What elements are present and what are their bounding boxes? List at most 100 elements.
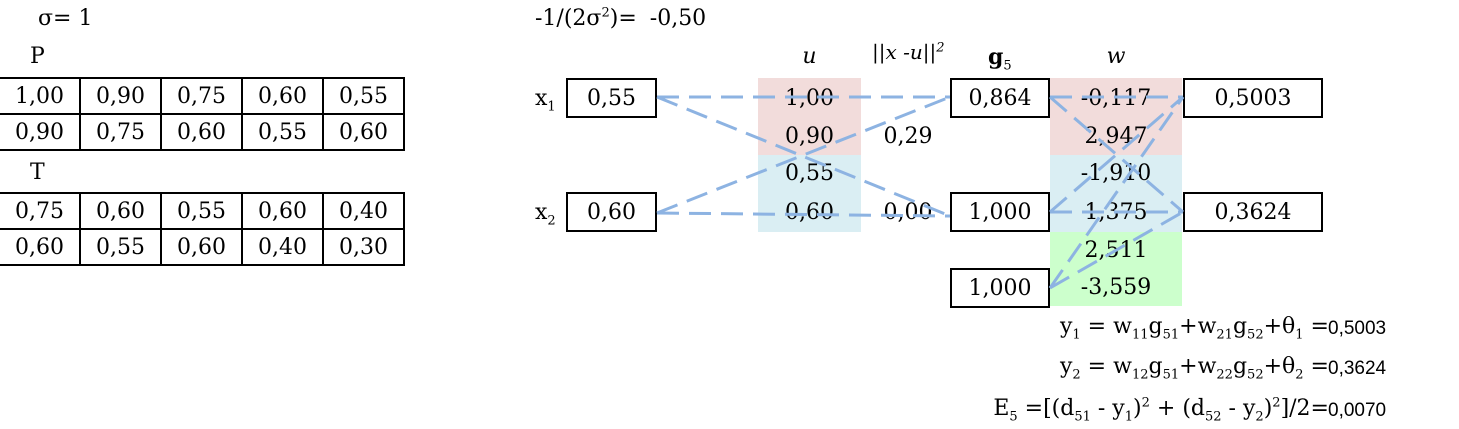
equation-part: g — [1232, 354, 1248, 379]
equation-part: ]/2= — [1280, 396, 1329, 421]
t-label: T — [30, 160, 45, 185]
p-table: 1,00 0,90 0,75 0,60 0,55 0,90 0,75 0,60 … — [0, 77, 405, 151]
equation-part: 51 — [1162, 367, 1180, 383]
w-value: -3,559 — [1080, 275, 1152, 300]
equation-part: 21 — [1216, 327, 1233, 343]
w-header: w — [1106, 44, 1126, 69]
equation-part: 51 — [1074, 409, 1091, 425]
x2-label: x2 — [535, 200, 556, 229]
u-header: u — [802, 44, 817, 69]
t-table: 0,75 0,60 0,55 0,60 0,40 0,60 0,55 0,60 … — [0, 192, 405, 266]
equation-part: - y — [1221, 396, 1256, 421]
y2-output-box[interactable]: 0,3624 — [1183, 192, 1323, 232]
table-cell[interactable]: 0,40 — [241, 228, 324, 266]
w-value: -1,910 — [1080, 161, 1152, 186]
error-value: 0,0070 — [1328, 400, 1387, 421]
sigma-value: 1 — [78, 6, 93, 31]
y1-value: 0,5003 — [1328, 318, 1387, 339]
table-cell[interactable]: 0,75 — [160, 77, 243, 115]
equation-part: 2 — [1295, 367, 1304, 383]
equation-part: = — [1303, 314, 1329, 339]
equation-part: 12 — [1131, 367, 1149, 383]
g-header: g5 — [988, 44, 1012, 74]
equation-part: 2 — [1255, 409, 1264, 425]
x1-label: x1 — [535, 86, 556, 115]
table-cell[interactable]: 0,60 — [160, 228, 243, 266]
equation-part: ) — [1263, 396, 1273, 421]
w-value: -0,117 — [1080, 86, 1152, 111]
y2-equation: y2 = w12g51+w22g52+θ2 = — [1059, 354, 1329, 382]
equation-part: y — [1059, 314, 1073, 339]
equation-part: g — [1148, 314, 1163, 339]
u-value: 0,55 — [785, 161, 834, 186]
equation-part: 52 — [1205, 409, 1222, 425]
equation-part: g — [1232, 314, 1248, 339]
equation-part: 1 — [1124, 409, 1134, 425]
w-value: 1,375 — [1084, 200, 1148, 225]
table-cell[interactable]: 0,60 — [241, 77, 324, 115]
w-value: 2,511 — [1084, 238, 1148, 263]
dist-value: 0,00 — [883, 200, 933, 225]
equation-part: +w — [1179, 314, 1217, 339]
table-cell[interactable]: 0,60 — [160, 113, 243, 151]
table-cell[interactable]: 0,40 — [322, 192, 405, 230]
y2-value: 0,3624 — [1328, 358, 1387, 379]
table-row: 0,90 0,75 0,60 0,55 0,60 — [0, 113, 405, 151]
equation-part: 5 — [1009, 409, 1018, 425]
g-bias-box[interactable]: 1,000 — [950, 268, 1050, 308]
y1-output-box[interactable]: 0,5003 — [1183, 78, 1323, 118]
equation-part: = w — [1080, 354, 1132, 379]
equation-part: +w — [1179, 354, 1217, 379]
g-box[interactable]: 1,000 — [950, 192, 1050, 232]
u-value: 0,90 — [785, 124, 834, 149]
table-cell[interactable]: 0,90 — [79, 77, 162, 115]
g-box[interactable]: 0,864 — [950, 78, 1050, 118]
equation-part: 1 — [1072, 327, 1081, 343]
error-equation: E5 =[(d51 - y1)2 + (d52 - y2)2]/2= — [993, 395, 1329, 424]
table-cell[interactable]: 0,90 — [0, 113, 81, 151]
table-cell[interactable]: 0,60 — [322, 113, 405, 151]
equation-part: 52 — [1247, 367, 1264, 383]
equation-part: +θ — [1263, 314, 1296, 339]
table-cell[interactable]: 0,55 — [322, 77, 405, 115]
equation-part: y — [1059, 354, 1073, 379]
x1-input-box[interactable]: 0,55 — [566, 78, 657, 118]
equation-part: 2 — [1072, 367, 1081, 383]
table-cell[interactable]: 0,55 — [160, 192, 243, 230]
coef-value: -0,50 — [649, 6, 707, 31]
table-row: 0,60 0,55 0,60 0,40 0,30 — [0, 228, 405, 266]
equation-part: 2 — [1272, 395, 1281, 411]
equation-part: = — [1303, 354, 1329, 379]
table-row: 1,00 0,90 0,75 0,60 0,55 — [0, 77, 405, 115]
u-value: 0,60 — [785, 200, 834, 225]
equation-part: - y — [1090, 396, 1125, 421]
equation-part: g — [1148, 354, 1163, 379]
equation-part: = w — [1080, 314, 1132, 339]
dist-header: ||x -u||2 — [872, 40, 945, 64]
table-cell[interactable]: 0,75 — [0, 192, 81, 230]
equation-part: =[(d — [1017, 396, 1075, 421]
p-label: P — [30, 44, 45, 69]
equation-part: 51 — [1162, 327, 1180, 343]
table-cell[interactable]: 0,75 — [79, 113, 162, 151]
table-cell[interactable]: 0,30 — [322, 228, 405, 266]
equation-part: ) — [1133, 396, 1142, 421]
table-cell[interactable]: 0,55 — [241, 113, 324, 151]
x2-input-box[interactable]: 0,60 — [566, 192, 657, 232]
equation-part: +θ — [1263, 354, 1296, 379]
equation-part: 2 — [1141, 395, 1150, 411]
equation-part: 11 — [1131, 327, 1149, 343]
w-value: 2,947 — [1084, 124, 1148, 149]
table-cell[interactable]: 0,60 — [0, 228, 81, 266]
table-cell[interactable]: 1,00 — [0, 77, 81, 115]
equation-part: E — [993, 396, 1010, 421]
dist-value: 0,29 — [883, 124, 933, 149]
y1-equation: y1 = w11g51+w21g52+θ1 = — [1059, 314, 1329, 342]
table-cell[interactable]: 0,60 — [241, 192, 324, 230]
table-row: 0,75 0,60 0,55 0,60 0,40 — [0, 192, 405, 230]
equation-part: 1 — [1295, 327, 1304, 343]
equation-part: 22 — [1216, 367, 1233, 383]
sigma-label: σ= 1 — [38, 6, 93, 31]
table-cell[interactable]: 0,60 — [79, 192, 162, 230]
table-cell[interactable]: 0,55 — [79, 228, 162, 266]
